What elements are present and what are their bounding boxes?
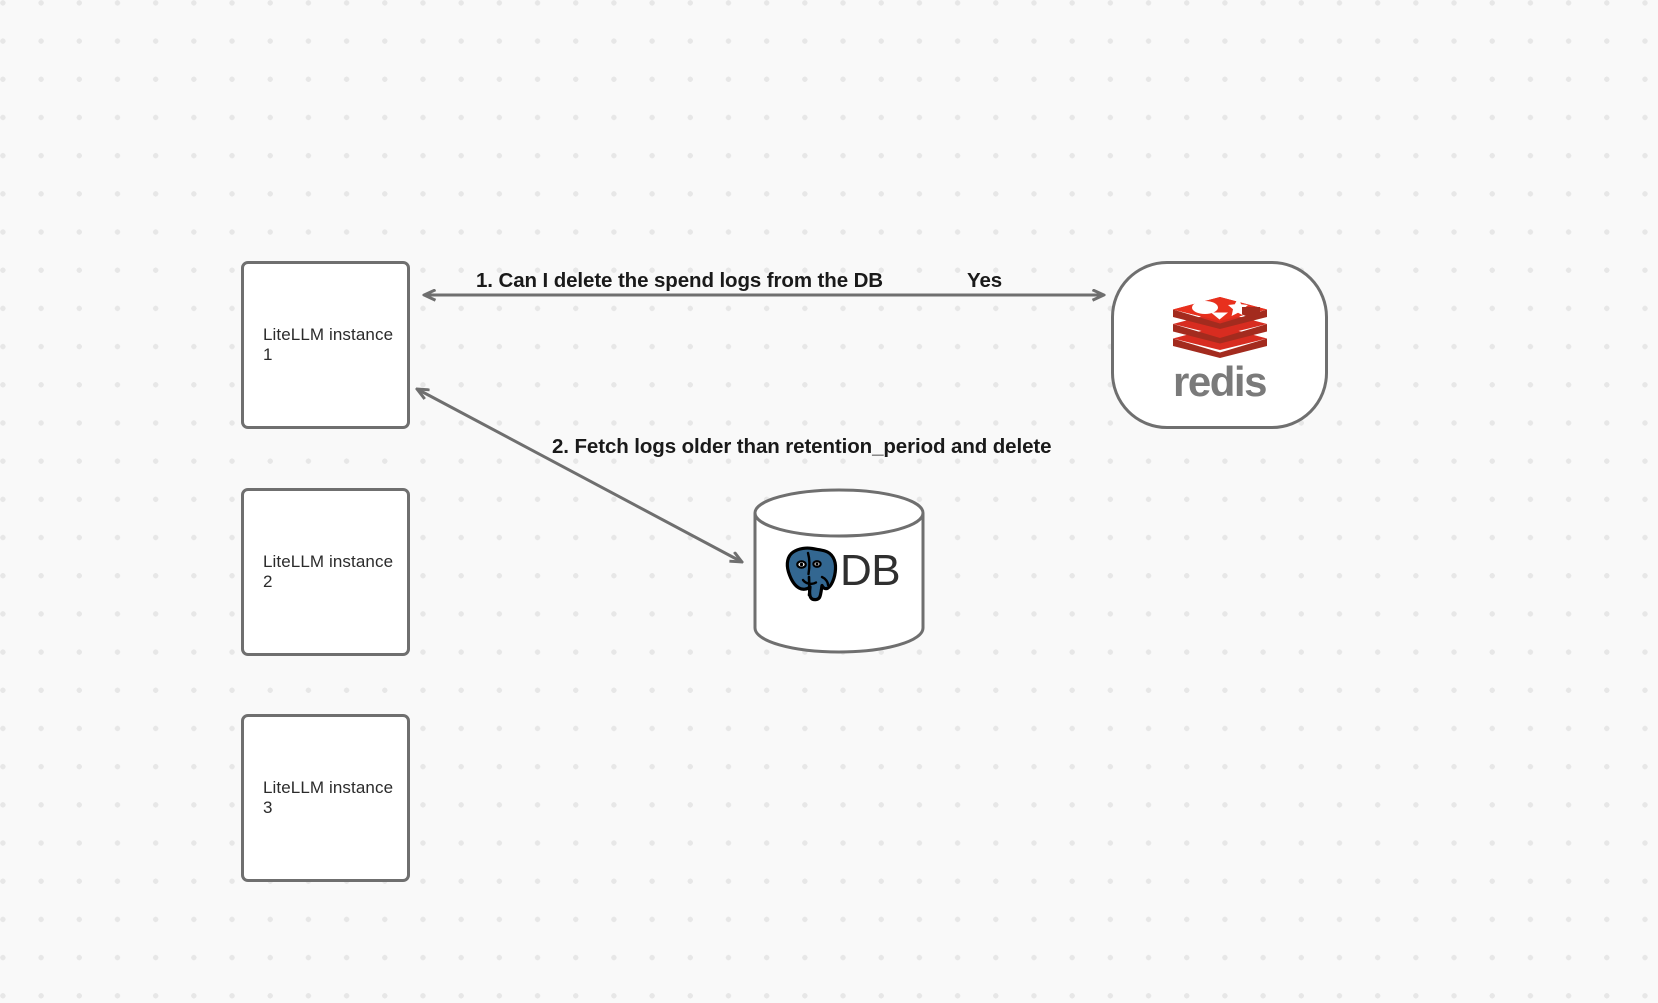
db-text-label: DB [839, 545, 901, 595]
edge-litellm1-db [417, 389, 742, 562]
node-litellm-instance-2[interactable]: LiteLLM instance 2 [241, 488, 410, 656]
edge-label-step-1: 1. Can I delete the spend logs from the … [476, 269, 884, 292]
redis-logo-icon [1172, 296, 1267, 358]
node-redis[interactable]: redis [1111, 261, 1328, 429]
node-litellm-instance-1-label: LiteLLM instance 1 [263, 325, 394, 364]
node-database[interactable]: DB [753, 489, 925, 652]
edge-label-step-2: 2. Fetch logs older than retention_perio… [552, 435, 1052, 458]
node-litellm-instance-3-label: LiteLLM instance 3 [263, 778, 394, 817]
postgresql-elephant-icon [785, 545, 838, 601]
redis-wordmark: redis [1173, 357, 1267, 405]
db-label-group: DB [753, 489, 925, 652]
redis-logo-group: redis [1168, 286, 1272, 403]
edge-label-step-1-yes: Yes [967, 269, 1003, 292]
node-litellm-instance-1[interactable]: LiteLLM instance 1 [241, 261, 410, 429]
node-litellm-instance-3[interactable]: LiteLLM instance 3 [241, 714, 410, 882]
node-litellm-instance-2-label: LiteLLM instance 2 [263, 552, 394, 591]
